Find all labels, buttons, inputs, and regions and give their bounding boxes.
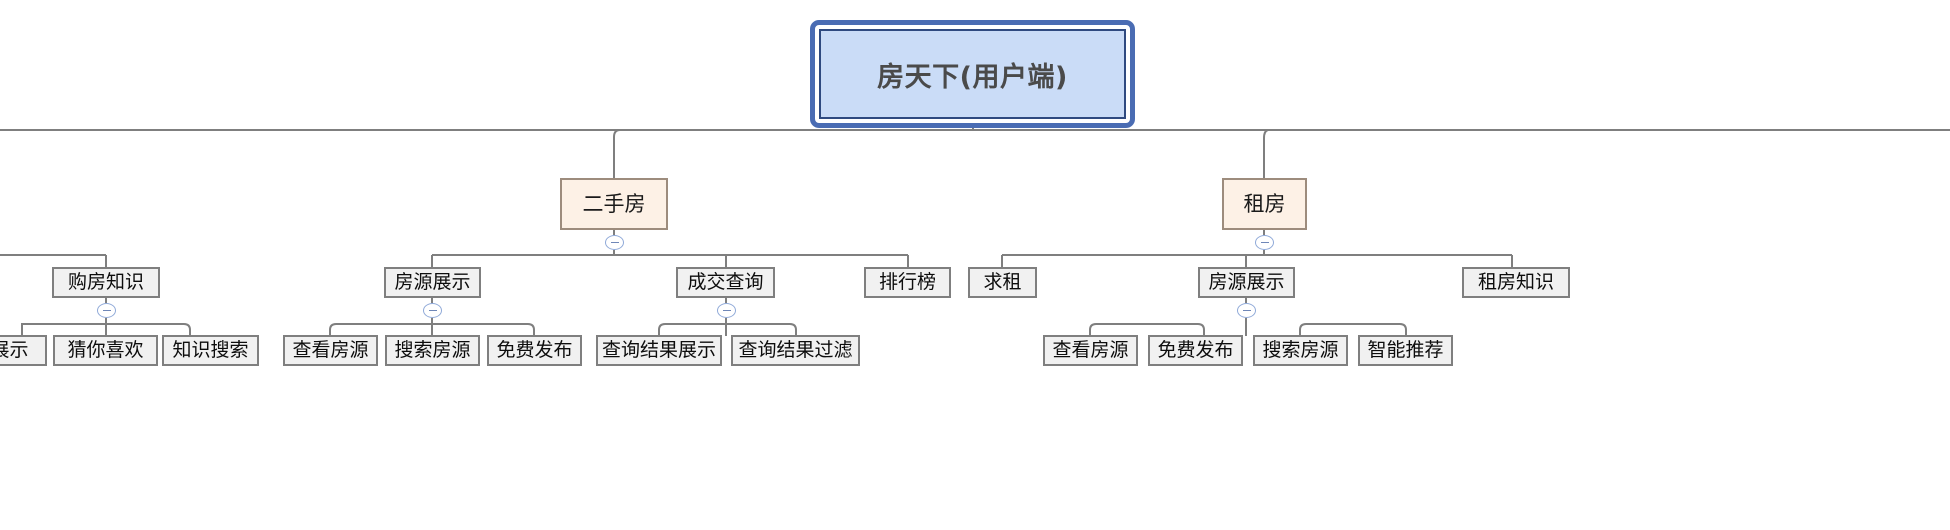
node-mianfei-fabu-zufang[interactable]: 免费发布	[1148, 335, 1243, 366]
node-chengjiao-chaxun[interactable]: 成交查询	[676, 267, 775, 298]
node-label: 知识搜索	[172, 339, 249, 361]
node-label: 免费发布	[1157, 339, 1234, 361]
node-chaxun-jieguo-guolv[interactable]: 查询结果过滤	[731, 335, 860, 366]
node-label: 免费发布	[496, 339, 573, 361]
node-label: 查询结果展示	[601, 339, 716, 361]
collapse-toggle-goufang-zhishi[interactable]	[97, 303, 116, 318]
edge-rail-to-zufang	[1252, 129, 1269, 178]
node-zhishi-sousuo[interactable]: 知识搜索	[162, 335, 259, 366]
collapse-toggle-fangyuan-zhanshi-zufang[interactable]	[1237, 303, 1256, 318]
minus-icon	[1260, 241, 1269, 244]
node-caini-xihuan[interactable]: 猜你喜欢	[53, 335, 158, 366]
root-node-inner: 房天下(用户端)	[819, 29, 1126, 119]
node-sousuo-fangyuan-ershoufang[interactable]: 搜索房源	[385, 335, 480, 366]
node-label: 查看房源	[292, 339, 369, 361]
category-label: 租房	[1243, 191, 1286, 216]
node-label: 求租	[983, 271, 1022, 293]
minus-icon	[722, 309, 731, 312]
node-label: 房源展示	[1208, 271, 1285, 293]
node-fangyuan-zhanshi-ershoufang[interactable]: 房源展示	[384, 267, 481, 298]
node-label: 搜索房源	[394, 339, 471, 361]
node-mianfei-fabu-ershoufang[interactable]: 免费发布	[487, 335, 582, 366]
node-label: 展示	[0, 339, 29, 361]
node-label: 成交查询	[687, 271, 764, 293]
category-label: 二手房	[582, 191, 646, 216]
edge-rail-to-ershoufang	[613, 129, 632, 178]
node-label: 搜索房源	[1262, 339, 1339, 361]
category-node-ershoufang[interactable]: 二手房	[560, 178, 668, 230]
node-zufang-zhishi[interactable]: 租房知识	[1462, 267, 1570, 298]
node-sousuo-fangyuan-zufang[interactable]: 搜索房源	[1253, 335, 1348, 366]
node-label: 租房知识	[1477, 271, 1554, 293]
minus-icon	[610, 241, 619, 244]
node-qiuzu[interactable]: 求租	[968, 267, 1037, 298]
collapse-toggle-chengjiao-chaxun[interactable]	[717, 303, 736, 318]
node-goufang-zhishi[interactable]: 购房知识	[52, 267, 160, 298]
collapse-toggle-fangyuan-zhanshi-ershoufang[interactable]	[423, 303, 442, 318]
node-label: 查看房源	[1052, 339, 1129, 361]
root-node-label: 房天下(用户端)	[877, 61, 1068, 93]
node-chakan-fangyuan-ershoufang[interactable]: 查看房源	[283, 335, 378, 366]
node-label: 购房知识	[67, 271, 144, 293]
node-chakan-fangyuan-zufang[interactable]: 查看房源	[1043, 335, 1138, 366]
minus-icon	[102, 309, 111, 312]
collapse-toggle-zufang[interactable]	[1255, 235, 1274, 250]
node-label: 查询结果过滤	[738, 339, 853, 361]
node-zhanshi[interactable]: 展示	[0, 335, 47, 366]
minus-icon	[428, 309, 437, 312]
node-paihangbang[interactable]: 排行榜	[864, 267, 951, 298]
category-node-zufang[interactable]: 租房	[1222, 178, 1307, 230]
node-label: 排行榜	[878, 271, 936, 293]
node-fangyuan-zhanshi-zufang[interactable]: 房源展示	[1198, 267, 1295, 298]
node-chaxun-jieguo-zhanshi[interactable]: 查询结果展示	[596, 335, 722, 366]
node-label: 房源展示	[394, 271, 471, 293]
node-zhineng-tuijian[interactable]: 智能推荐	[1358, 335, 1453, 366]
root-node[interactable]: 房天下(用户端)	[810, 20, 1135, 128]
minus-icon	[1242, 309, 1251, 312]
collapse-toggle-ershoufang[interactable]	[605, 235, 624, 250]
node-label: 猜你喜欢	[67, 339, 144, 361]
node-label: 智能推荐	[1367, 339, 1444, 361]
